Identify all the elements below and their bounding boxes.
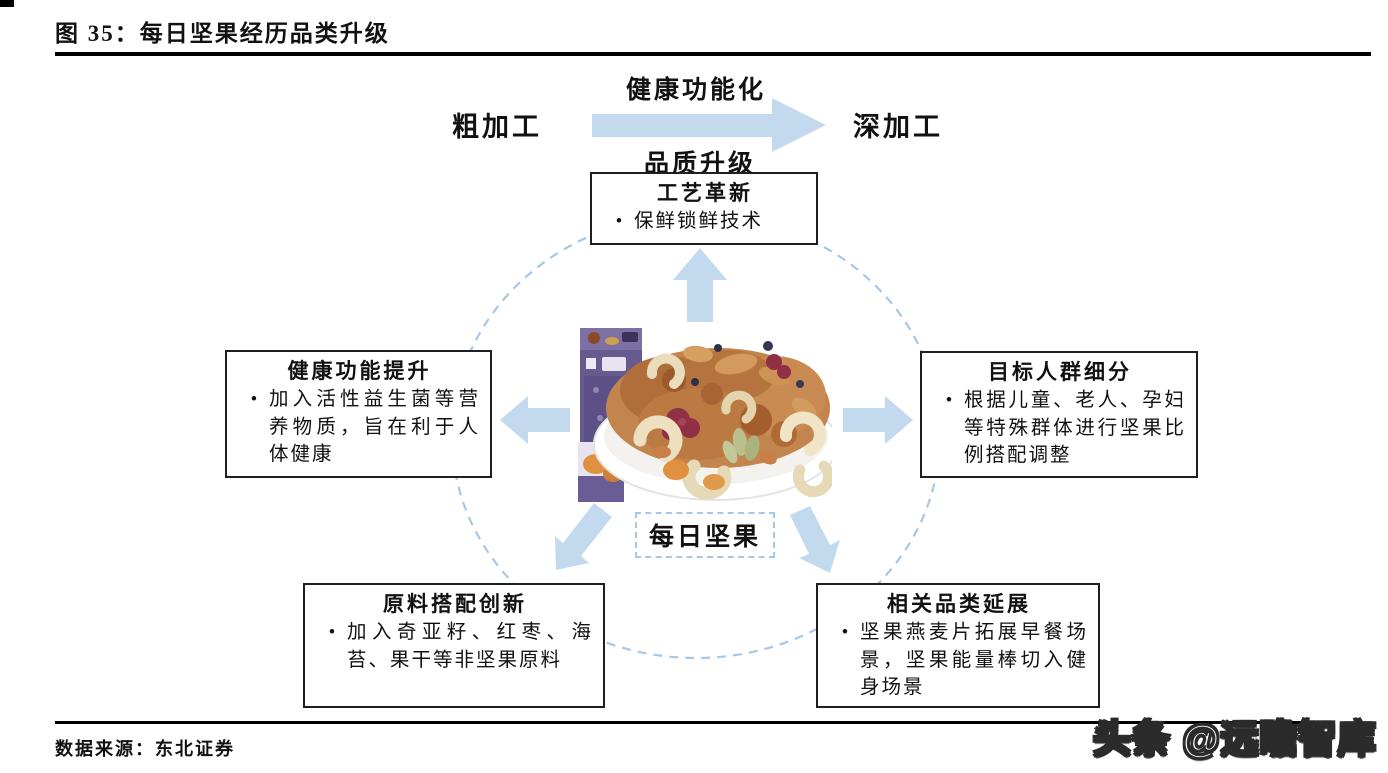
category-box-health-function: 健康功能提升 • 加入活性益生菌等营养物质，旨在利于人体健康: [225, 350, 492, 478]
box-bullet-text: 坚果燕麦片拓展早餐场景，坚果能量棒切入健身场景: [860, 622, 1088, 698]
flow-label-deep-processing: 深加工: [853, 112, 943, 142]
bullet-icon: •: [615, 211, 623, 232]
bullet-icon: •: [841, 622, 849, 643]
arrow-down-left-icon: [555, 503, 612, 570]
box-bullet-text: 保鲜锁鲜技术: [634, 211, 764, 232]
footer-divider: [55, 721, 1332, 724]
box-title: 目标人群细分: [988, 360, 1132, 384]
page-corner-mark: [0, 0, 14, 7]
arrow-right-icon: [843, 396, 913, 444]
center-label-text: 每日坚果: [648, 524, 761, 551]
box-title: 健康功能提升: [287, 359, 432, 383]
arrow-up-icon: [673, 248, 727, 322]
data-source-note: 数据来源：东北证券: [55, 739, 235, 759]
category-box-ingredient-innovation: 原料搭配创新 • 加入奇亚籽、红枣、海苔、果干等非坚果原料: [303, 583, 605, 708]
arrow-down-right-icon: [790, 506, 840, 573]
box-bullet-text: 加入活性益生菌等营养物质，旨在利于人体健康: [269, 389, 480, 465]
figure-title: 图 35：每日坚果经历品类升级: [55, 21, 390, 46]
flow-label-health-functionalization: 健康功能化: [626, 77, 767, 104]
title-divider: [55, 52, 1371, 56]
mixed-nuts-bowl-photo: [578, 324, 832, 502]
bullet-icon: •: [328, 622, 336, 643]
box-bullet-text: 加入奇亚籽、红枣、海苔、果干等非坚果原料: [347, 622, 593, 671]
category-box-process-innovation: 工艺革新 • 保鲜锁鲜技术: [590, 172, 818, 245]
center-label-daily-nuts: 每日坚果: [635, 512, 775, 558]
toutiao-watermark: 头条 @远瞻智库: [1092, 718, 1377, 762]
arrow-left-icon: [500, 396, 570, 444]
box-title: 工艺革新: [657, 181, 753, 205]
box-title: 相关品类延展: [887, 592, 1031, 616]
bullet-icon: •: [945, 390, 953, 411]
bullet-icon: •: [250, 389, 258, 410]
category-box-category-extension: 相关品类延展 • 坚果燕麦片拓展早餐场景，坚果能量棒切入健身场景: [816, 583, 1100, 708]
box-bullet-text: 根据儿童、老人、孕妇等特殊群体进行坚果比例搭配调整: [964, 390, 1186, 466]
box-title: 原料搭配创新: [383, 592, 527, 616]
flow-arrow-right-icon: [592, 98, 826, 152]
category-box-target-segments: 目标人群细分 • 根据儿童、老人、孕妇等特殊群体进行坚果比例搭配调整: [920, 351, 1198, 478]
flow-label-rough-processing: 粗加工: [452, 112, 542, 142]
